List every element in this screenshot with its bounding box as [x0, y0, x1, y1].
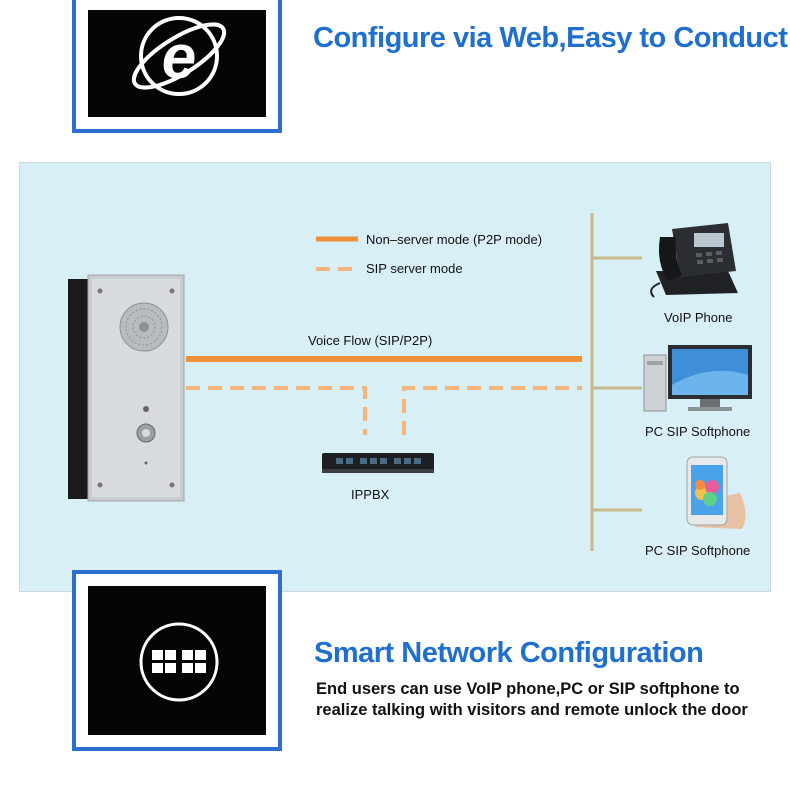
endpoint-label-pc-softphone: PC SIP Softphone	[645, 424, 751, 439]
web-config-title: Configure via Web,Easy to Conduct	[313, 22, 788, 54]
sip-dashed-path	[186, 386, 367, 435]
network-diagram: Non–server mode (P2P mode) SIP server mo…	[19, 162, 771, 592]
ippbx-label: IPPBX	[351, 487, 390, 502]
legend-dashed-label: SIP server mode	[366, 261, 463, 276]
computer-icon	[643, 345, 752, 412]
grid-blocks-icon	[139, 622, 219, 702]
internet-explorer-icon: e	[131, 16, 227, 96]
endpoint-label-mobile-softphone: PC SIP Softphone	[645, 543, 751, 558]
network-config-description: End users can use VoIP phone,PC or SIP s…	[316, 680, 748, 719]
sip-dashed-path-return	[402, 386, 582, 435]
desk-phone-icon	[650, 223, 738, 298]
network-icon-frame	[72, 570, 282, 751]
diagram-graphics	[68, 213, 752, 551]
legend-solid-label: Non–server mode (P2P mode)	[366, 232, 543, 247]
ippbx-device	[322, 453, 434, 473]
network-icon-background	[88, 586, 266, 735]
web-icon-frame: e	[72, 0, 282, 133]
endpoint-label-voip-phone: VoIP Phone	[664, 310, 733, 325]
network-config-title: Smart Network Configuration	[314, 637, 704, 669]
intercom-door-station	[68, 274, 185, 502]
smartphone-icon	[686, 456, 746, 529]
voice-flow-label: Voice Flow (SIP/P2P)	[308, 333, 433, 348]
web-icon-background: e	[88, 10, 266, 117]
